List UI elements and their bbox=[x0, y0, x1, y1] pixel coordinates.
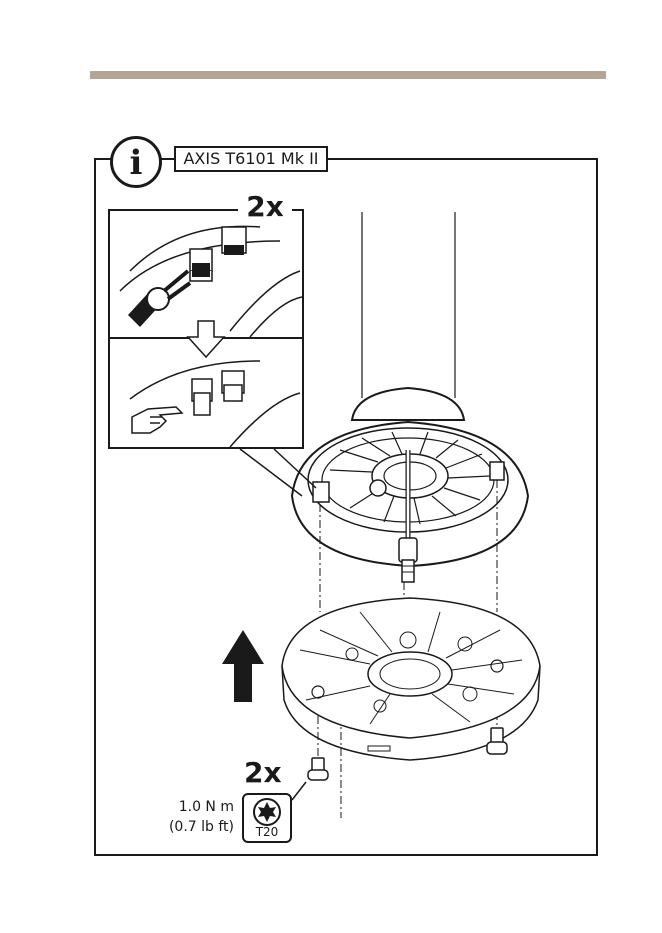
inset-count: 2x bbox=[238, 192, 292, 222]
info-icon: i bbox=[110, 136, 162, 188]
cable-connector bbox=[399, 538, 417, 582]
screw-count: 2x bbox=[244, 758, 282, 788]
pointing-hand-icon bbox=[132, 407, 182, 433]
screw-icon bbox=[487, 728, 507, 754]
model-label: AXIS T6101 Mk II bbox=[174, 146, 328, 172]
down-arrow-icon bbox=[188, 321, 224, 357]
inset-detail-panel bbox=[108, 209, 304, 449]
screw-icon bbox=[308, 758, 328, 780]
tool-spec-box: T20 bbox=[242, 793, 292, 843]
up-arrow-icon bbox=[222, 630, 264, 702]
inset-illustration bbox=[110, 211, 302, 447]
torque-spec: 1.0 N m (0.7 lb ft) bbox=[150, 797, 234, 837]
torque-lbft: (0.7 lb ft) bbox=[150, 817, 234, 837]
tool-label: T20 bbox=[244, 825, 290, 839]
torque-nm: 1.0 N m bbox=[150, 797, 234, 817]
side-cutter-icon bbox=[128, 271, 190, 327]
